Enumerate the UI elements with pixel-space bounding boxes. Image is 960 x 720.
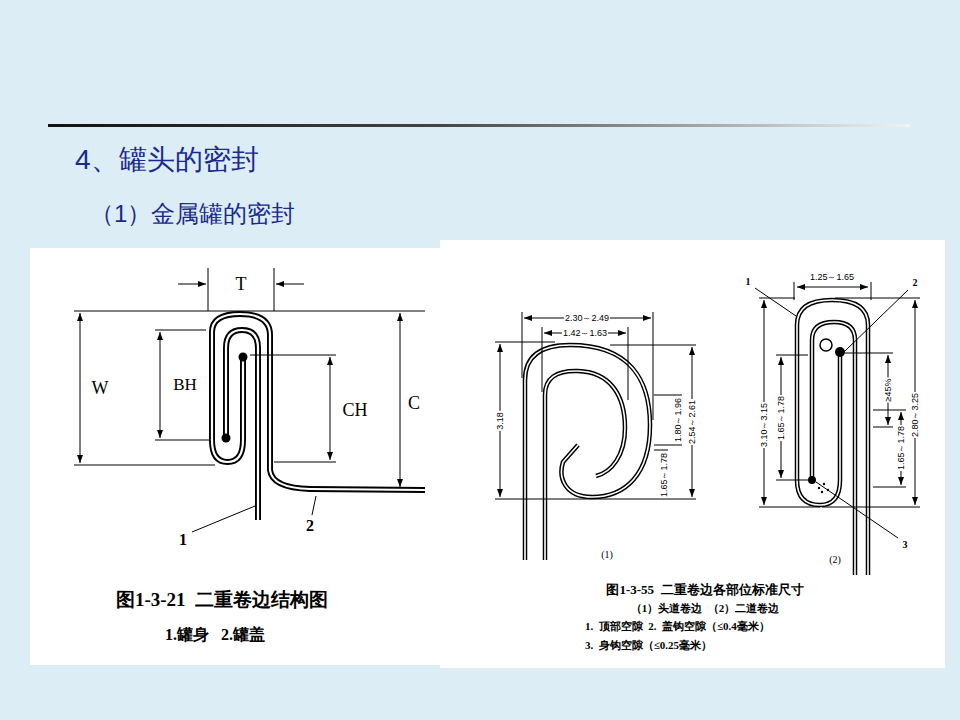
dimension-label: W (91, 378, 110, 399)
slide-title: 4、罐头的密封 (75, 144, 259, 176)
dimension-value: 3.10～3.15 (759, 402, 769, 448)
dimension-value: 1.25～1.65 (810, 272, 854, 282)
extension-line (759, 298, 820, 507)
gap-dot (823, 483, 825, 485)
header-rule (48, 124, 910, 127)
can-body-sheet (812, 322, 855, 575)
can-end-sheet (525, 345, 650, 560)
dimension-label: BH (173, 375, 197, 395)
can-end-sheet (525, 345, 650, 560)
hook-end (808, 476, 816, 484)
gap-dot (821, 491, 823, 493)
seam-figure (212, 314, 425, 520)
leader-line (755, 288, 908, 538)
dimension-label: CH (342, 400, 367, 421)
extension-line (208, 268, 274, 311)
dimension-label: C (408, 393, 420, 414)
can-body-sheet (545, 371, 625, 560)
can-end-sheet (212, 314, 425, 490)
dimension-value: 3.18 (495, 411, 505, 431)
sub-figure-label: (2) (829, 554, 841, 566)
can-body-sheet (226, 330, 258, 520)
hook-end (239, 353, 248, 362)
extension-line (794, 282, 871, 300)
can-end-sheet (797, 300, 868, 575)
dimension-value: 1.42～1.63 (562, 328, 608, 338)
figure-legend: 1. 顶部空隙 2. 盖钩空隙（≤0.4毫米） (585, 620, 770, 633)
dimension-value: 2.54～2.61 (687, 399, 697, 445)
callout-number: 2 (306, 517, 314, 535)
can-body-sheet (545, 371, 625, 560)
figure-panel (440, 240, 945, 668)
extension-line (522, 312, 653, 420)
dimension-line (160, 332, 161, 438)
dimension-value: 1.65～1.78 (896, 425, 906, 471)
extension-line (495, 342, 696, 499)
subtitle: （1）金属罐的密封 (90, 200, 295, 228)
hook-end (835, 347, 845, 357)
hook-end (222, 434, 231, 443)
callout-number: 1 (179, 531, 187, 549)
dimension-line (400, 313, 401, 487)
dimension-value: 1.65～1.78 (776, 395, 786, 441)
dimension-value: ≥45% (883, 378, 893, 403)
dimension-arrow (276, 284, 304, 285)
extension-line (250, 355, 336, 462)
figure-legend: （1）头道卷边 （2）二道卷边 (631, 602, 780, 615)
figure-caption: 图1-3-21 二重卷边结构图 (116, 589, 328, 611)
extension-line (822, 298, 920, 507)
gap-dot (818, 487, 820, 489)
callout-number: 3 (903, 539, 908, 551)
can-end-sheet (212, 314, 425, 490)
callout-number: 1 (746, 276, 751, 288)
first-operation-figure (495, 312, 696, 560)
figure-panel (30, 248, 442, 665)
dimension-value: 2.30～2.49 (564, 313, 610, 323)
leader-line (192, 496, 316, 532)
dimension-label: T (236, 274, 247, 295)
dimension-lines (74, 268, 425, 532)
sub-figure-label: (1) (601, 549, 613, 561)
second-operation-figure (755, 282, 920, 575)
extension-line (74, 311, 425, 465)
dimension-line (330, 357, 331, 460)
top-gap (820, 339, 832, 351)
dimension-value: 1.65～1.78 (659, 452, 669, 498)
dimension-line (797, 287, 868, 288)
can-end-sheet (797, 300, 868, 575)
figure-legend: 3. 身钩空隙（≤0.25毫米） (585, 639, 712, 652)
callout-number: 2 (913, 277, 918, 289)
can-body-sheet (812, 322, 855, 575)
figure-legend: 1.罐身 2.罐盖 (165, 626, 265, 644)
dimension-value: 2.80～3.25 (910, 392, 920, 438)
figure-caption: 图1-3-55 二重卷边各部位标准尺寸 (606, 583, 803, 598)
dimension-line (80, 313, 81, 463)
can-body-sheet (226, 330, 258, 520)
extension-line (155, 330, 209, 440)
dimension-arrow (178, 284, 206, 285)
extension-line (610, 345, 696, 450)
dimension-value: 1.80～1.96 (673, 397, 683, 443)
